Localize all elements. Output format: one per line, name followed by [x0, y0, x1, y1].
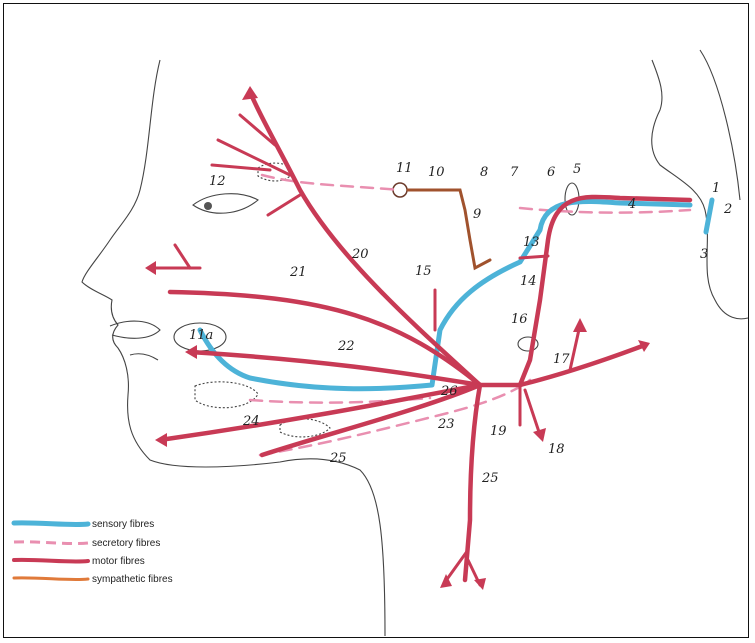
label-25: 25 — [329, 451, 347, 466]
lips-outline — [110, 321, 160, 338]
legend-sympathetic-label: sympathetic fibres — [92, 574, 173, 585]
arrowhead-buccal — [185, 345, 197, 359]
label-12: 12 — [209, 174, 226, 189]
pterygopalatine-ganglion — [393, 183, 407, 197]
arrowhead-temporal — [242, 86, 258, 100]
motor-fibre-zygomatic-branch-2 — [175, 245, 190, 268]
label-3: 3 — [700, 247, 708, 262]
pupil — [204, 202, 212, 210]
motor-fibre-temporal-branch-3 — [268, 195, 300, 215]
motor-fibre-temporal — [250, 92, 480, 385]
motor-fibre-posterior-auricular — [520, 345, 645, 385]
arrowhead-occipital — [573, 318, 587, 332]
chin-line — [130, 354, 158, 360]
arrowhead-digastric — [533, 428, 546, 442]
arrowhead-cervical-2 — [474, 578, 486, 590]
label-1: 1 — [712, 181, 720, 196]
legend-motor-label: motor fibres — [92, 556, 145, 567]
label-11: 11 — [396, 161, 413, 176]
legend-sympathetic-swatch — [14, 578, 88, 580]
arrowhead-mandibular — [155, 433, 167, 447]
motor-fibre-stapedius — [520, 256, 548, 258]
ear-outline — [652, 60, 748, 319]
legend-secretory-swatch — [14, 542, 88, 544]
label-7: 7 — [510, 165, 519, 180]
label-22: 22 — [337, 339, 355, 354]
label-4: 4 — [627, 197, 636, 212]
label-9: 9 — [473, 207, 481, 222]
legend-sensory-swatch — [14, 523, 88, 525]
motor-fibre-mandibular — [160, 385, 480, 440]
label-20: 20 — [351, 247, 369, 262]
label-19: 19 — [490, 424, 507, 439]
legend-sensory-label: sensory fibres — [92, 519, 154, 530]
label-16: 16 — [511, 312, 528, 327]
label-24: 24 — [242, 414, 260, 429]
motor-fibre-temporal-branch-4 — [212, 165, 270, 170]
label-13: 13 — [523, 235, 540, 250]
label-25b: 25 — [481, 471, 499, 486]
legend-motor-swatch — [14, 560, 88, 562]
sensory-fibre-ear — [706, 200, 712, 232]
label-21: 21 — [289, 265, 307, 280]
secretory-fibre-ear — [520, 208, 690, 213]
motor-fibre-main-trunk — [480, 197, 690, 385]
label-2: 2 — [723, 202, 732, 217]
sympathetic-fibre-path — [408, 190, 490, 268]
arrowhead-zygomatic — [145, 261, 156, 275]
submandibular-gland-outline — [195, 382, 258, 408]
label-23: 23 — [437, 417, 455, 432]
label-26: 26 — [440, 384, 458, 399]
label-6: 6 — [547, 165, 555, 180]
label-5: 5 — [573, 162, 581, 177]
label-8: 8 — [480, 165, 488, 180]
motor-fibre-digastric — [525, 390, 540, 435]
ear-inner-outline — [700, 50, 740, 200]
label-15: 15 — [415, 264, 432, 279]
label-10: 10 — [428, 165, 445, 180]
label-11a: 11a — [189, 328, 213, 343]
eye-outline — [193, 194, 258, 214]
label-17: 17 — [553, 352, 570, 367]
label-18: 18 — [548, 442, 565, 457]
secretory-fibre-upper — [262, 175, 400, 190]
label-14: 14 — [520, 274, 537, 289]
legend-secretory-label: secretory fibres — [92, 538, 160, 549]
